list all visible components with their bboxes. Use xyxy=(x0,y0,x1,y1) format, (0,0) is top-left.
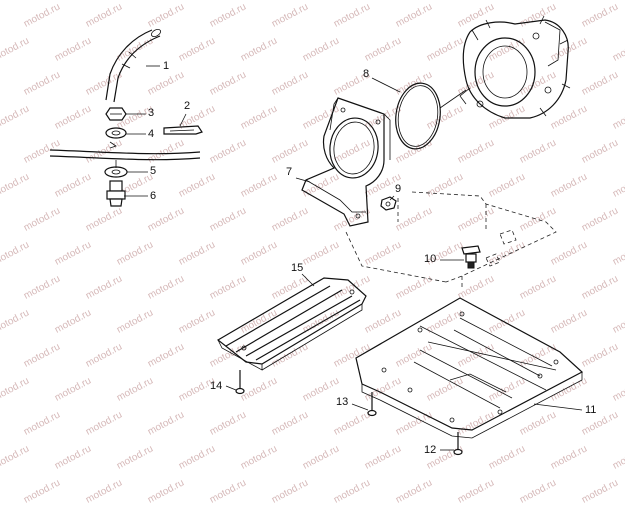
panel-section-lines xyxy=(50,142,200,160)
screw-14-part xyxy=(236,370,244,394)
callout-14: 14 xyxy=(210,381,222,392)
callout-5: 5 xyxy=(150,166,156,177)
watermark-text: motod.ru xyxy=(146,477,186,505)
hose-part xyxy=(106,28,162,102)
watermark-text: motod.ru xyxy=(332,477,372,505)
watermark-text: motod.ru xyxy=(208,477,248,505)
lower-washer-part xyxy=(105,167,127,177)
callout-10: 10 xyxy=(424,254,436,265)
callout-13: 13 xyxy=(336,397,348,408)
callout-2: 2 xyxy=(184,101,190,112)
leader-lines xyxy=(124,66,582,450)
screw-12-part xyxy=(454,432,462,455)
hull-outline-dashed xyxy=(346,192,556,290)
intake-plate-part xyxy=(356,298,582,438)
callout-7: 7 xyxy=(286,167,292,178)
watermark-text: motod.ru xyxy=(518,477,558,505)
callout-8: 8 xyxy=(363,69,369,80)
washer-part xyxy=(106,128,126,138)
callout-4: 4 xyxy=(148,129,154,140)
watermark-text: motod.ru xyxy=(456,477,496,505)
callout-9: 9 xyxy=(395,184,401,195)
nut-9-part xyxy=(381,197,396,210)
watermark-text: motod.ru xyxy=(22,477,62,505)
drain-plug-part xyxy=(462,246,480,268)
callout-15: 15 xyxy=(291,263,303,274)
callout-3: 3 xyxy=(148,108,154,119)
watermark-text: motod.ru xyxy=(580,477,620,505)
adapter-plate-part xyxy=(302,98,390,226)
callout-12: 12 xyxy=(424,445,436,456)
hex-nut-part xyxy=(106,108,126,120)
diagram-drawing xyxy=(0,0,625,468)
callout-11: 11 xyxy=(585,405,596,416)
clip-part xyxy=(164,126,202,134)
o-ring-part xyxy=(392,80,445,151)
ride-plate-part xyxy=(218,278,366,370)
engine-housing-part xyxy=(460,16,570,118)
fitting-part xyxy=(107,160,125,206)
callout-6: 6 xyxy=(150,191,156,202)
watermark-text: motod.ru xyxy=(84,477,124,505)
watermark-text: motod.ru xyxy=(394,477,434,505)
callout-1: 1 xyxy=(163,61,169,72)
watermark-text: motod.ru xyxy=(270,477,310,505)
